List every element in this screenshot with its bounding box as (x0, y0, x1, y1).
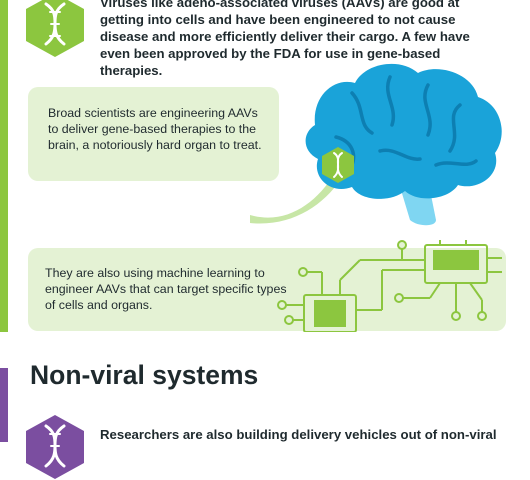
viral-section-accent-bar (0, 0, 8, 332)
brain-delivery-text: Broad scientists are engineering AAVs to… (48, 106, 262, 152)
dna-hex-icon (26, 415, 84, 479)
non-viral-section-title: Non-viral systems (30, 360, 259, 390)
circuit-chip-illustration (277, 240, 502, 332)
non-viral-intro-text: Researchers are also building delivery v… (100, 427, 497, 442)
machine-learning-text: They are also using machine learning to … (45, 266, 287, 312)
dna-hex-icon (26, 0, 84, 57)
machine-learning-card: They are also using machine learning to … (28, 248, 506, 331)
brain-illustration (250, 63, 502, 226)
non-viral-section-accent-bar (0, 368, 8, 442)
viral-intro-text: Viruses like adeno-associated viruses (A… (100, 0, 470, 78)
brain-delivery-card: Broad scientists are engineering AAVs to… (28, 87, 279, 181)
